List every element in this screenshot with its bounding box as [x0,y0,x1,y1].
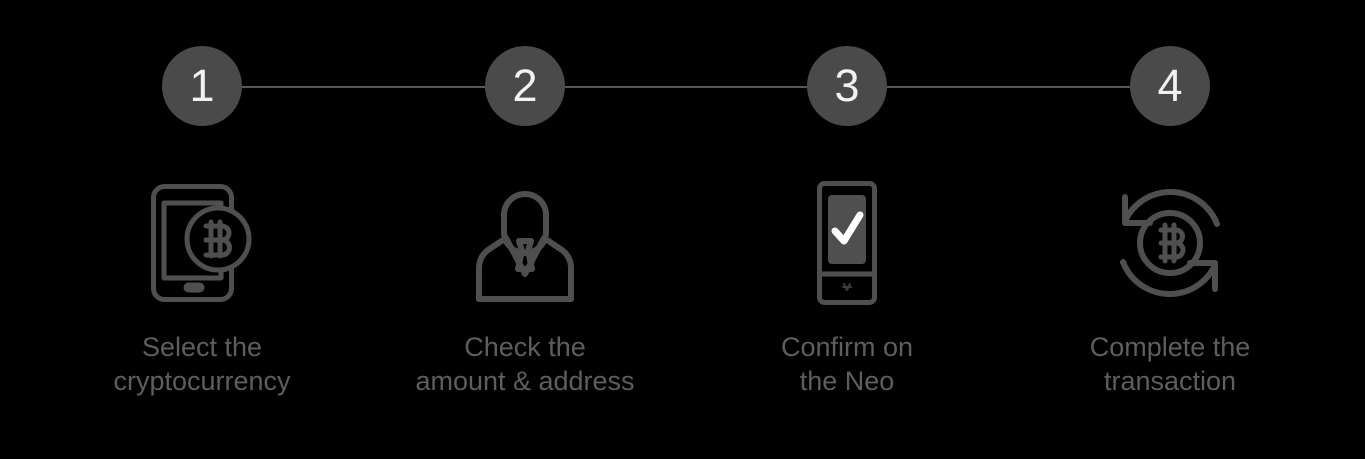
step-icon-4 [1020,178,1320,308]
step-label-3: Confirm on the Neo [780,332,914,396]
step-icon-2 [375,178,675,308]
step-number-4[interactable]: 4 [1130,46,1210,126]
phone-bitcoin-icon [148,181,256,305]
step-number-3[interactable]: 3 [807,46,887,126]
connector-line-1-2 [242,86,485,88]
step-item-2[interactable]: Check the amount & address [375,178,675,398]
exchange-bitcoin-icon [1107,179,1233,307]
step-label-2: Check the amount & address [415,332,635,396]
step-icon-1 [52,178,352,308]
step-label-1: Select the cryptocurrency [113,332,291,396]
hardware-wallet-check-icon [793,179,901,307]
step-number-2[interactable]: 2 [485,46,565,126]
step-icon-3 [697,178,997,308]
step-label-4: Complete the transaction [1089,332,1251,396]
connector-line-3-4 [887,86,1130,88]
step-item-3[interactable]: Confirm on the Neo [697,178,997,398]
step-numbers-row: 1 2 3 4 [0,46,1365,128]
step-item-1[interactable]: Select the cryptocurrency [52,178,352,398]
connector-line-2-3 [565,86,807,88]
person-bust-icon [471,181,579,305]
step-items-row: Select the cryptocurrency [0,178,1365,408]
step-number-1[interactable]: 1 [162,46,242,126]
step-item-4[interactable]: Complete the transaction [1020,178,1320,398]
